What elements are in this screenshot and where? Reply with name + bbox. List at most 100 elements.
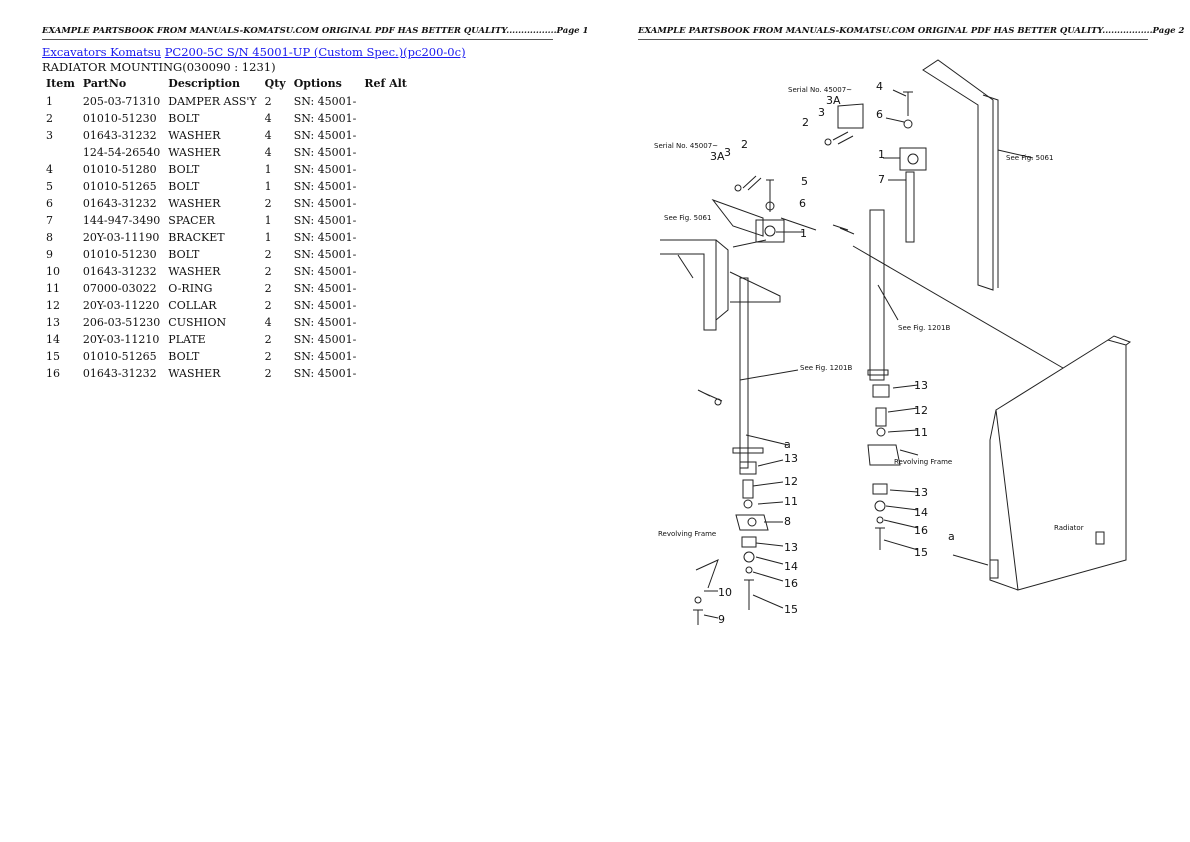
callout-left-11: 11 bbox=[784, 495, 798, 508]
cell-partno: 01643-31232 bbox=[82, 367, 157, 380]
cell-item: 8 bbox=[46, 231, 53, 244]
cell-qty: 1 bbox=[264, 214, 272, 227]
cell-qty: 2 bbox=[264, 350, 272, 363]
callout-left-15: 15 bbox=[784, 603, 798, 616]
cell-description: WASHER bbox=[168, 129, 221, 142]
cell-options: SN: 45001- bbox=[293, 214, 357, 227]
cell-ref-alt bbox=[360, 195, 411, 212]
bolt-9-lower-left bbox=[693, 609, 703, 625]
callout-right-6: 6 bbox=[876, 108, 883, 121]
washer-10-upper-left bbox=[714, 398, 722, 406]
cell-options: SN: 45001- bbox=[293, 316, 357, 329]
cell-qty: 4 bbox=[264, 316, 272, 329]
cell-description: O-RING bbox=[168, 282, 213, 295]
cell-ref-alt bbox=[360, 110, 411, 127]
breadcrumb-link-model[interactable]: PC200-5C S/N 45001-UP (Custom Spec.)(pc2… bbox=[164, 45, 466, 59]
cushion-13-left-bottom bbox=[741, 536, 757, 548]
cell-ref-alt bbox=[360, 93, 411, 110]
leader-line-a-right bbox=[952, 554, 989, 566]
cell-ref-alt bbox=[360, 229, 411, 246]
washer-6-left bbox=[765, 201, 775, 211]
leader-lines-left-bottom bbox=[703, 590, 719, 619]
page-header-1: EXAMPLE PARTSBOOK FROM MANUALS-KOMATSU.C… bbox=[42, 26, 588, 40]
cell-partno: 20Y-03-11220 bbox=[82, 299, 160, 312]
washer-3-left bbox=[734, 184, 742, 192]
collar-12-right bbox=[875, 407, 887, 427]
cell-item: 11 bbox=[46, 282, 60, 295]
plate-14-left bbox=[743, 551, 755, 563]
damper-1-right-hole bbox=[907, 153, 919, 165]
cell-options: SN: 45001- bbox=[293, 146, 357, 159]
callout-right-14: 14 bbox=[914, 506, 928, 519]
cell-item: 10 bbox=[46, 265, 60, 278]
callout-left-5: 5 bbox=[801, 175, 808, 188]
washer-10-lower-left bbox=[694, 596, 702, 604]
cell-item: 5 bbox=[46, 180, 53, 193]
cell-qty: 1 bbox=[264, 231, 272, 244]
cell-options: SN: 45001- bbox=[293, 350, 357, 363]
cell-partno: 206-03-51230 bbox=[82, 316, 161, 329]
cell-options: SN: 45001- bbox=[293, 163, 357, 176]
cell-ref-alt bbox=[360, 314, 411, 331]
callout-right-a: a bbox=[948, 530, 955, 543]
callout-left-14: 14 bbox=[784, 560, 798, 573]
cell-partno: 144-947-3490 bbox=[82, 214, 161, 227]
bracket-8-left bbox=[735, 514, 769, 531]
cell-partno: 124-54-26540 bbox=[82, 146, 161, 159]
cell-qty: 2 bbox=[264, 95, 272, 108]
cell-ref-alt bbox=[360, 161, 411, 178]
cell-options: SN: 45001- bbox=[293, 248, 357, 261]
damper-1-right bbox=[899, 147, 927, 171]
cell-partno: 01010-51230 bbox=[82, 248, 157, 261]
callout-right-4: 4 bbox=[876, 80, 883, 93]
callout-right-3A: 3A bbox=[826, 94, 841, 107]
cell-qty: 2 bbox=[264, 265, 272, 278]
cell-item: 13 bbox=[46, 316, 60, 329]
frame-bracket-left-side bbox=[715, 239, 729, 321]
callout-right-1: 1 bbox=[878, 148, 885, 161]
cell-item: 9 bbox=[46, 248, 53, 261]
revolving-frame-left-corner bbox=[695, 559, 719, 589]
cell-description: BOLT bbox=[168, 180, 200, 193]
bolt-5-left bbox=[766, 179, 774, 212]
cell-options: SN: 45001- bbox=[293, 367, 357, 380]
cell-ref-alt bbox=[360, 365, 411, 382]
callout-left-3A: 3A bbox=[710, 150, 725, 163]
callout-right-13: 13 bbox=[914, 486, 928, 499]
cell-qty: 2 bbox=[264, 197, 272, 210]
column-header-options: Options bbox=[293, 77, 342, 90]
leader-lines-right-top bbox=[883, 89, 907, 181]
cell-description: CUSHION bbox=[168, 316, 227, 329]
damper-1-left bbox=[755, 219, 785, 243]
cell-ref-alt bbox=[360, 331, 411, 348]
callout-left-6: 6 bbox=[799, 197, 806, 210]
callout-left-a: a bbox=[784, 438, 791, 451]
bolt-9-right bbox=[832, 224, 855, 235]
reference-dash-line bbox=[852, 245, 1064, 369]
cell-options: SN: 45001- bbox=[293, 333, 357, 346]
bracket-3a-right bbox=[837, 103, 864, 129]
bolt-15-left bbox=[744, 579, 754, 610]
cell-ref-alt bbox=[360, 246, 411, 263]
cell-item: 12 bbox=[46, 299, 60, 312]
column-header-qty: Qty bbox=[264, 77, 286, 90]
note-see-5061-right: See Fig. 5061 bbox=[1006, 154, 1053, 162]
cell-ref-alt bbox=[360, 212, 411, 229]
cell-partno: 01010-51280 bbox=[82, 163, 157, 176]
damper-1-left-hole bbox=[764, 225, 776, 237]
diagram-drawing: 233A561a1312118131416151094233A617131211… bbox=[654, 59, 1132, 626]
breadcrumb-link-excavators[interactable]: Excavators Komatsu bbox=[42, 45, 162, 59]
page-header-2: EXAMPLE PARTSBOOK FROM MANUALS-KOMATSU.C… bbox=[638, 26, 1184, 40]
cell-item: 16 bbox=[46, 367, 60, 380]
cell-ref-alt bbox=[360, 348, 411, 365]
cell-qty: 2 bbox=[264, 282, 272, 295]
cushion-13-right-top bbox=[872, 384, 890, 398]
callout-left-12: 12 bbox=[784, 475, 798, 488]
spacer-7-right bbox=[905, 171, 915, 243]
